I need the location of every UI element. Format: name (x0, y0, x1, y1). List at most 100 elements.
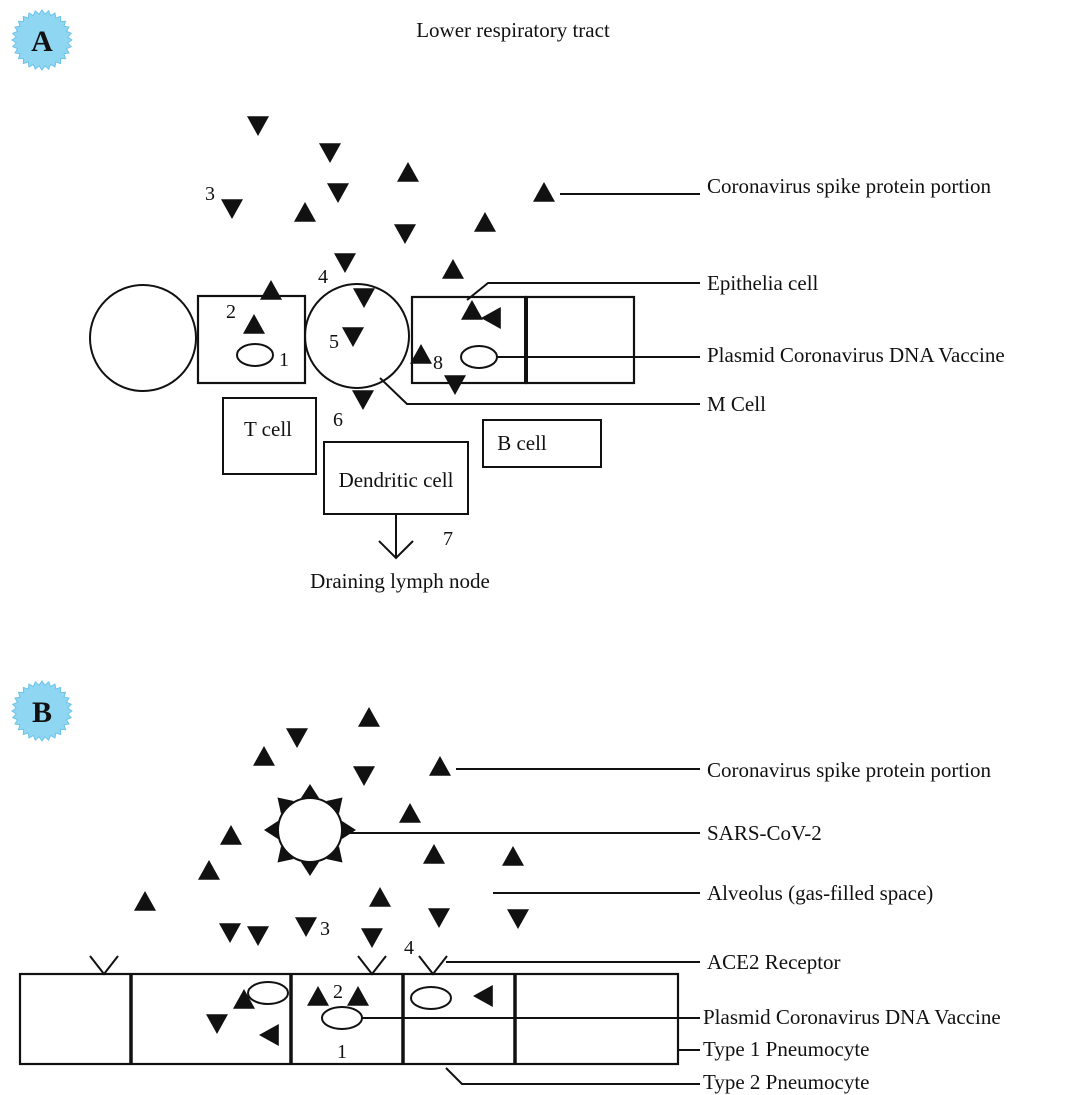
spike-protein-marker (397, 162, 419, 182)
spike-protein-marker (358, 707, 380, 727)
spike-protein-marker (444, 375, 466, 395)
virion-spikes (264, 784, 356, 876)
virion-spike (342, 821, 356, 839)
spike-protein-marker (361, 928, 383, 948)
spike-protein-marker (294, 202, 316, 222)
spike-label-a: Coronavirus spike protein portion (707, 174, 992, 198)
m-cell-label: M Cell (707, 392, 766, 416)
spike-protein-marker (334, 253, 356, 273)
alveolus-label: Alveolus (gas-filled space) (707, 881, 933, 905)
m-cell-leader (379, 377, 700, 405)
spike-protein-marker (253, 746, 275, 766)
spike-protein-marker (533, 182, 555, 202)
spike-protein-marker (259, 1024, 279, 1046)
step-number: 6 (333, 409, 343, 431)
virion-spike (326, 846, 343, 863)
spike-protein-marker (307, 986, 329, 1006)
spike-protein-marker (327, 183, 349, 203)
spike-protein-marker (428, 908, 450, 928)
spike-protein-marker (352, 390, 374, 410)
step-number: 8 (433, 352, 443, 374)
spike-protein-marker (342, 327, 364, 347)
plasmid-label-b: Plasmid Coronavirus DNA Vaccine (703, 1005, 1001, 1029)
spike-protein-marker (347, 986, 369, 1006)
spike-protein-marker (423, 844, 445, 864)
spike-protein-marker (474, 212, 496, 232)
plasmid-a-left (236, 343, 274, 367)
panel-b-badge: B (11, 680, 73, 742)
step-number: 2 (333, 981, 343, 1003)
panel-b-badge-shape (11, 680, 73, 742)
panel-b: B Coronavirus spike protein portion SARS… (11, 680, 1001, 1094)
spike-protein-marker (429, 756, 451, 776)
lymph-node-label: Draining lymph node (310, 569, 490, 593)
spike-protein-marker (369, 887, 391, 907)
spike-protein-marker (134, 891, 156, 911)
virion-spike (264, 821, 278, 839)
epithelial-cell-far-right (524, 295, 636, 385)
spike-protein-marker (233, 989, 255, 1009)
spike-protein-marker (461, 300, 483, 320)
step-number: 3 (320, 918, 330, 940)
plasmid-b (321, 1006, 363, 1030)
b-cell-label: B cell (497, 431, 547, 455)
plasmid-a-right (460, 345, 498, 369)
dendritic-cell-label: Dendritic cell (339, 468, 454, 492)
type2-label: Type 2 Pneumocyte (703, 1070, 870, 1094)
panel-b-badge-letter: B (32, 696, 52, 729)
ace2-receptor (418, 955, 448, 976)
sars-cov-2-virion (277, 797, 343, 863)
t-cell-label: T cell (244, 417, 292, 441)
panel-a-title: Lower respiratory tract (416, 18, 610, 42)
spike-label-b: Coronavirus spike protein portion (707, 758, 992, 782)
spike-protein-marker (219, 923, 241, 943)
m-cell-shape (304, 283, 410, 389)
spike-proteins-b (134, 707, 529, 1046)
spike-protein-marker (221, 199, 243, 219)
spike-protein-marker (473, 985, 493, 1007)
spike-protein-marker (442, 259, 464, 279)
spike-protein-marker (319, 143, 341, 163)
spike-protein-marker (507, 909, 529, 929)
epithelia-leader (466, 282, 700, 301)
spike-protein-marker (206, 1014, 228, 1034)
plasmid-b (410, 986, 452, 1010)
spike-protein-marker (198, 860, 220, 880)
spike-protein-marker (243, 314, 265, 334)
ace2-label: ACE2 Receptor (707, 950, 841, 974)
virion-spike (277, 846, 294, 863)
step-number: 3 (205, 183, 215, 205)
spike-protein-marker (286, 728, 308, 748)
spike-protein-marker (394, 224, 416, 244)
epithelial-round-cell (89, 284, 197, 392)
panel-a-badge: A (11, 9, 73, 71)
spike-protein-marker (295, 917, 317, 937)
step-number: 4 (318, 266, 328, 288)
ace2-receptor (357, 955, 387, 976)
virion-spike (277, 797, 294, 814)
step-number: 1 (337, 1041, 347, 1063)
virion-spike (301, 784, 319, 798)
lymph-arrow-head (378, 540, 414, 560)
spike-proteins-a (221, 116, 555, 410)
step-number: 5 (329, 331, 339, 353)
spike-protein-marker (410, 344, 432, 364)
ace2-receptor (89, 955, 119, 976)
plasmid-b (247, 981, 289, 1005)
panel-a-badge-shape (11, 9, 73, 71)
spike-protein-marker (353, 766, 375, 786)
virion-spike (301, 862, 319, 876)
virion-spike (326, 797, 343, 814)
step-number: 4 (404, 937, 414, 959)
b-cell-box (482, 419, 602, 468)
step-number: 1 (279, 349, 289, 371)
spike-protein-marker (220, 825, 242, 845)
spike-protein-marker (260, 280, 282, 300)
panel-a: A Lower respiratory tract T cell Dendrit… (11, 9, 1005, 593)
step-number: 7 (443, 528, 453, 550)
spike-protein-marker (502, 846, 524, 866)
type2-leader (445, 1067, 700, 1085)
spike-protein-marker (481, 307, 501, 329)
